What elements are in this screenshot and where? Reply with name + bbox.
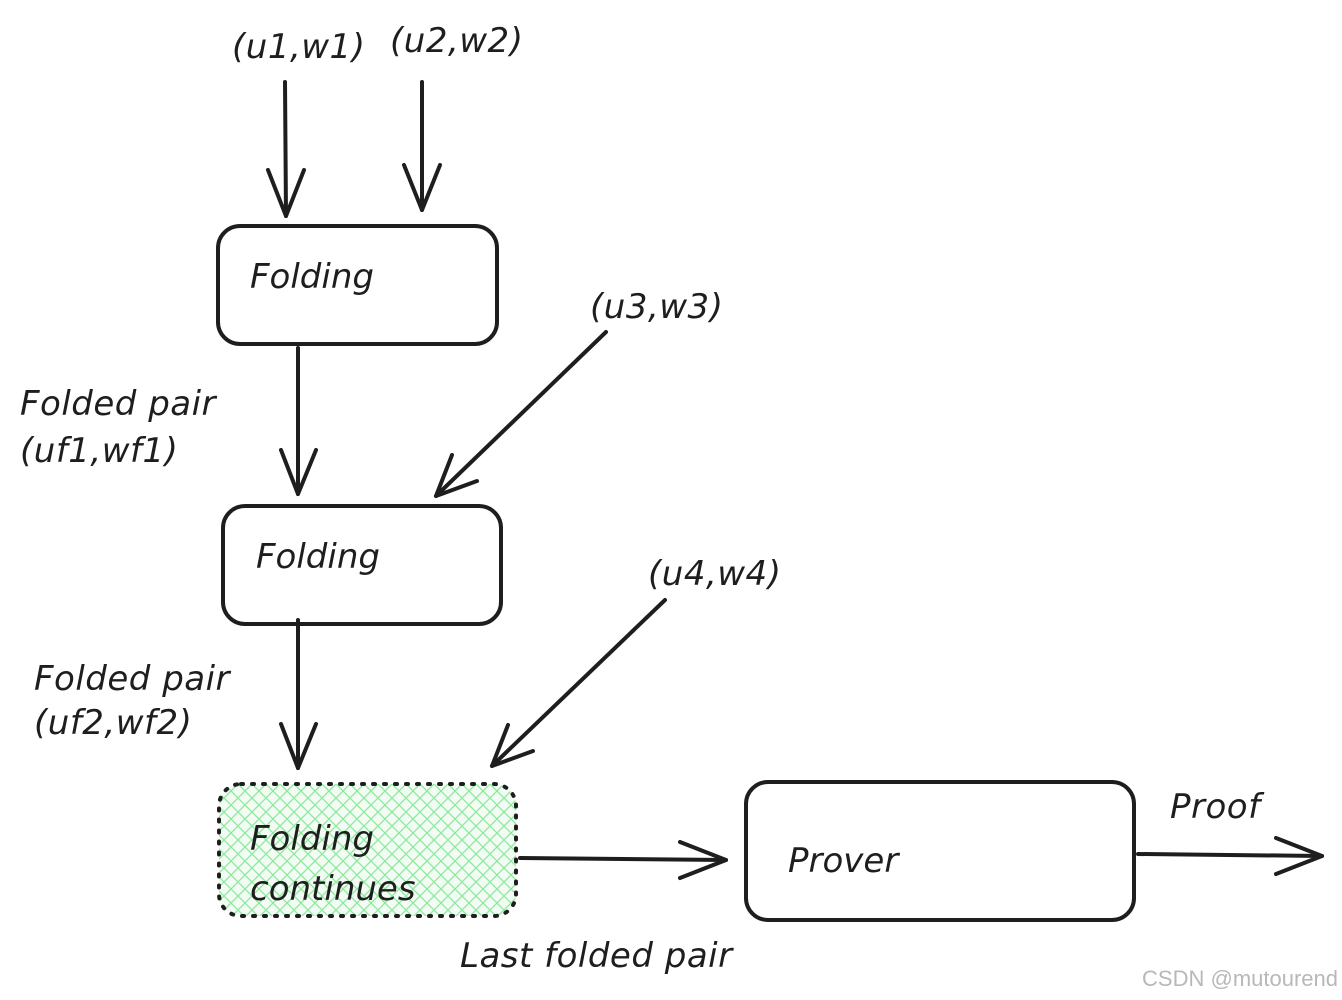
watermark: CSDN @mutourend — [1142, 966, 1338, 991]
folding-continues-box: Folding continues — [217, 782, 518, 918]
folding-box-1-label: Folding — [250, 257, 374, 297]
input-label-u1-w1: (u1,w1) — [232, 27, 365, 67]
folded-pair-1-label: Folded pair — [20, 384, 218, 424]
arrow-u1w1-to-folding1 — [266, 80, 306, 218]
folding-continues-line2: continues — [250, 869, 416, 909]
proof-label: Proof — [1170, 787, 1265, 827]
arrow-folding3-to-prover — [518, 840, 728, 880]
folding-box-1: Folding — [216, 224, 499, 346]
arrow-u2w2-to-folding1 — [402, 80, 442, 212]
arrow-folding1-to-folding2 — [279, 346, 318, 496]
last-folded-pair-label: Last folded pair — [460, 936, 734, 976]
prover-box: Prover — [744, 780, 1136, 922]
arrow-prover-to-proof — [1136, 836, 1324, 876]
arrow-u4w4-to-folding3 — [490, 598, 667, 768]
folded-pair-1-values: (uf1,wf1) — [20, 431, 178, 471]
prover-label: Prover — [788, 841, 900, 881]
input-label-u4-w4: (u4,w4) — [648, 554, 781, 594]
folded-pair-2-label: Folded pair — [34, 659, 232, 699]
folding-box-2-label: Folding — [256, 537, 380, 577]
input-label-u3-w3: (u3,w3) — [590, 287, 723, 327]
folding-box-2: Folding — [221, 504, 503, 626]
arrow-u3w3-to-folding2 — [434, 330, 608, 498]
input-label-u2-w2: (u2,w2) — [390, 21, 523, 61]
arrow-folding2-to-folding3 — [279, 618, 318, 770]
folding-continues-line1: Folding — [250, 819, 374, 859]
folded-pair-2-values: (uf2,wf2) — [34, 703, 192, 743]
